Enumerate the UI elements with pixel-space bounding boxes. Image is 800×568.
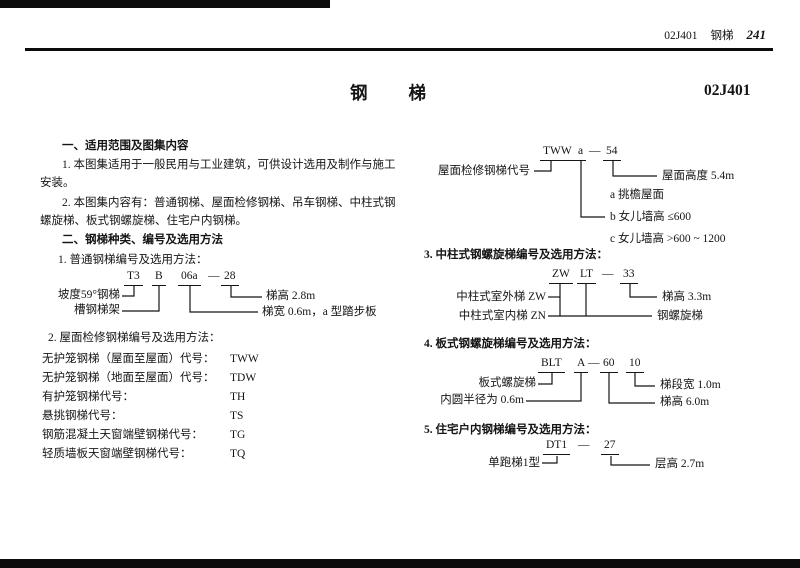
zw-code-type: LT (577, 268, 596, 284)
roof-item-code: TDW (230, 372, 257, 384)
zw-code: ZW (549, 268, 573, 284)
zw-code-height: 33 (620, 268, 638, 284)
section1-heading: 一、适用范围及图集内容 (62, 140, 189, 152)
running-header: 02J401 钢梯 241 (664, 27, 766, 43)
ordinary-label-height: 梯高 2.8m (266, 290, 316, 302)
ordinary-dash: — (208, 270, 220, 282)
blt-code-width: 10 (626, 357, 644, 373)
blt-code: BLT (538, 357, 565, 373)
section1-para2-line1: 2. 本图集内容有：普通钢梯、屋面检修钢梯、吊车钢梯、中柱式钢 (62, 197, 396, 209)
ordinary-code-frame: B (152, 270, 166, 286)
blt-dash: — (588, 357, 600, 369)
ordinary-code-width: 06a (178, 270, 201, 286)
page-title: 钢 梯 (350, 83, 428, 103)
header-doc-no: 02J401 (664, 30, 698, 42)
header-doc-title: 钢梯 (710, 30, 734, 42)
dt-code: DT1 (543, 439, 571, 455)
zw-label-outdoor: 中柱式室外梯 ZW (456, 291, 546, 303)
blt-code-height: 60 (600, 357, 618, 373)
roof-item-code: TG (230, 429, 246, 441)
section1-para1-line1: 1. 本图集适用于一般民用与工业建筑，可供设计选用及制作与施工 (62, 159, 396, 171)
scan-top-bar (0, 0, 330, 8)
blt-code-radius: A (574, 357, 589, 373)
blt-label-height: 梯高 6.0m (660, 396, 710, 408)
ordinary-code-slope: T3 (124, 270, 143, 286)
section2-heading: 二、钢梯种类、编号及选用方法 (62, 234, 223, 246)
roof-item-code: TS (230, 410, 244, 422)
roof-item-label: 无护笼钢梯（地面至屋面）代号： (42, 372, 215, 384)
roof-item-code: TWW (230, 353, 259, 365)
ordinary-label-slope: 坡度59°钢梯 (57, 289, 120, 301)
zw-label-indoor: 中柱式室内梯 ZN (458, 310, 546, 322)
section3-heading: 3. 中柱式钢螺旋梯编号及选用方法： (424, 249, 608, 261)
header-page-number: 241 (746, 27, 767, 42)
blt-label-type: 板式螺旋梯 (478, 377, 537, 389)
section1-para2-line2: 螺旋梯、板式钢螺旋梯、住宅户内钢梯。 (40, 215, 247, 227)
roof-item-label: 无护笼钢梯（屋面至屋面）代号： (42, 353, 215, 365)
section1-para1-line2: 安装。 (40, 177, 75, 189)
ordinary-code-height: 28 (221, 270, 239, 286)
blt-label-flight-width: 梯段宽 1.0m (660, 379, 721, 391)
ordinary-label-width: 梯宽 0.6m，a 型踏步板 (262, 306, 377, 318)
tww-dash: — (589, 145, 601, 157)
zw-label-type: 钢螺旋梯 (657, 310, 703, 322)
dt-label-type: 单跑梯1型 (488, 457, 540, 469)
tww-label-right: 屋面高度 5.4m (662, 170, 735, 182)
blt-label-radius: 内圆半径为 0.6m (440, 394, 524, 406)
dt-label-storey: 层高 2.7m (655, 458, 705, 470)
tww-label-left: 屋面检修钢梯代号 (438, 165, 530, 177)
tww-code: TWW (540, 145, 575, 161)
roof-item-code: TQ (230, 448, 246, 460)
ordinary-label-frame: 槽钢梯架 (74, 304, 120, 316)
tww-code-height: 54 (603, 145, 621, 161)
header-rule (25, 48, 773, 51)
tww-option-c: c 女儿墙高 >600 ~ 1200 (610, 233, 726, 245)
roof-item-label: 悬挑钢梯代号： (42, 410, 123, 422)
tww-option-a: a 挑檐屋面 (610, 189, 664, 201)
dt-dash: — (578, 439, 590, 451)
page-title-code: 02J401 (704, 82, 751, 99)
roof-item-code: TH (230, 391, 246, 403)
dt-code-storey: 27 (601, 439, 619, 455)
section5-heading: 5. 住宅户内钢梯编号及选用方法： (424, 424, 597, 436)
roof-item-label: 钢筋混凝土天窗端壁钢梯代号： (42, 429, 203, 441)
zw-dash: — (602, 268, 614, 280)
tww-option-b: b 女儿墙高 ≤600 (610, 211, 692, 223)
roof-list-heading: 2. 屋面检修钢梯编号及选用方法： (48, 332, 221, 344)
zw-label-height: 梯高 3.3m (662, 291, 712, 303)
roof-item-label: 轻质墙板天窗端壁钢梯代号： (42, 448, 192, 460)
section2-1-heading: 1. 普通钢梯编号及选用方法： (58, 254, 208, 266)
scan-bottom-bar (0, 559, 800, 568)
tww-code-option: a (575, 145, 587, 161)
section4-heading: 4. 板式钢螺旋梯编号及选用方法： (424, 338, 597, 350)
roof-item-label: 有护笼钢梯代号： (42, 391, 134, 403)
